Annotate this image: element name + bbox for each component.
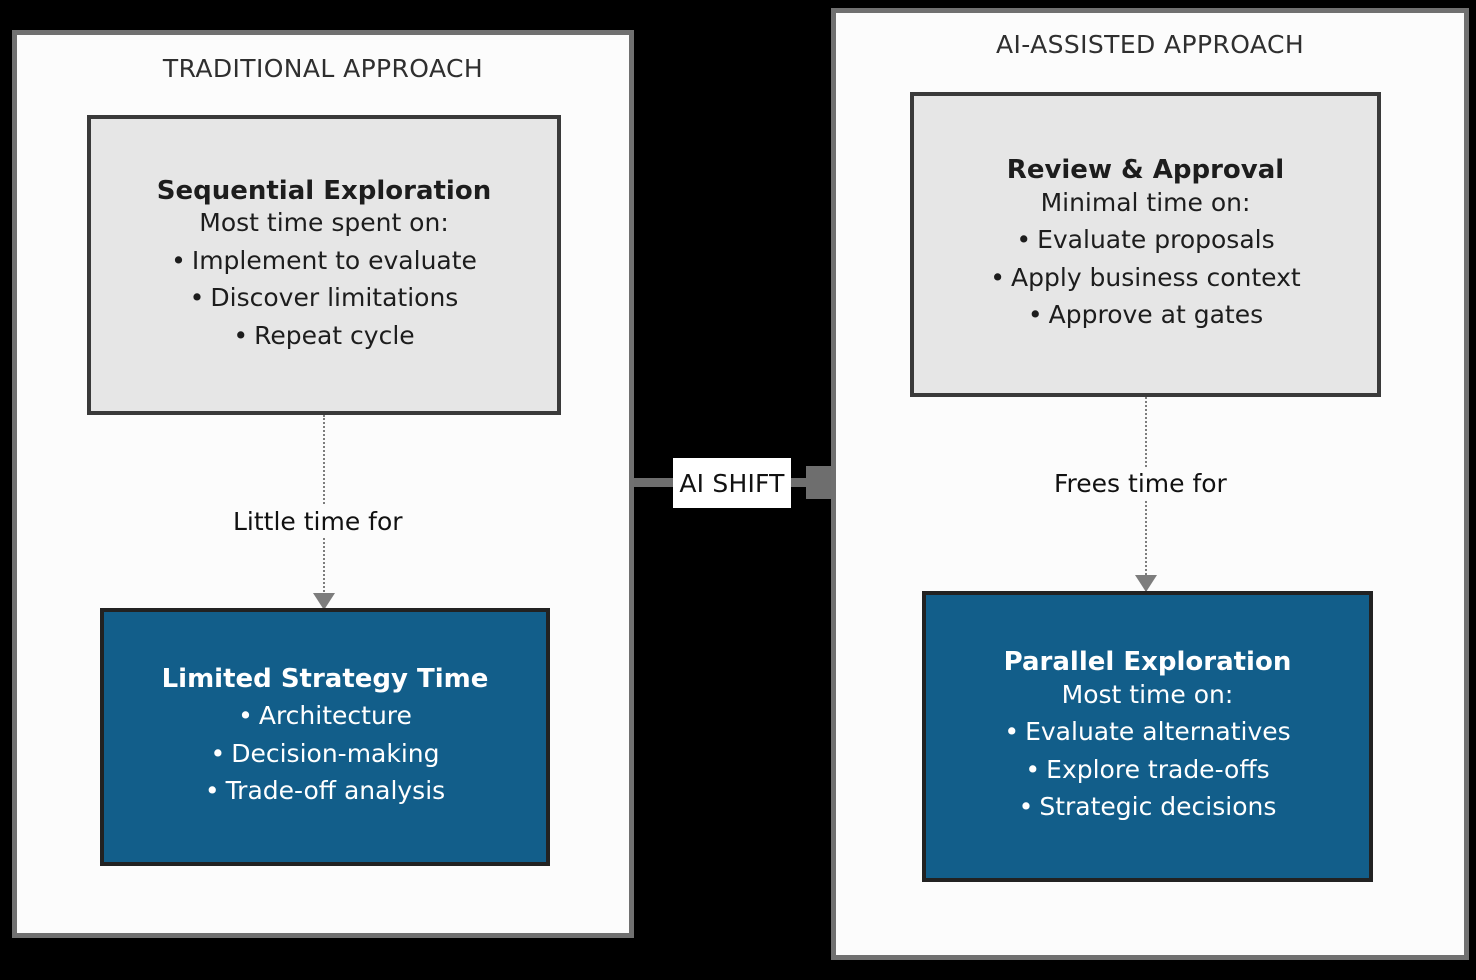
list-item-label: Evaluate proposals (1037, 225, 1275, 255)
list-item: •Evaluate proposals (990, 221, 1300, 259)
list-item-label: Repeat cycle (254, 320, 415, 350)
list-item-label: Explore trade-offs (1046, 754, 1270, 784)
parallel-exploration-box: Parallel Exploration Most time on: •Eval… (922, 591, 1373, 882)
left-connector-label: Little time for (224, 505, 412, 538)
list-item-label: Strategic decisions (1039, 792, 1277, 822)
bullet-icon: • (1025, 754, 1041, 784)
list-item-label: Decision-making (231, 738, 440, 768)
list-item: •Implement to evaluate (171, 242, 477, 280)
list-item: •Explore trade-offs (1004, 751, 1290, 789)
right-connector-label: Frees time for (1045, 467, 1236, 500)
list-item-label: Approve at gates (1048, 300, 1264, 330)
parallel-exploration-heading: Parallel Exploration (1003, 647, 1292, 678)
bullet-icon: • (171, 245, 186, 275)
list-item-label: Discover limitations (210, 283, 459, 313)
list-item: •Discover limitations (171, 279, 477, 317)
limited-strategy-time-list: •Architecture •Decision-making •Trade-of… (205, 697, 445, 810)
sequential-exploration-list: •Implement to evaluate •Discover limitat… (171, 242, 477, 355)
left-connector-arrowhead-icon (313, 593, 335, 610)
ai-assisted-approach-panel: AI-ASSISTED APPROACH Review & Approval M… (831, 8, 1469, 960)
panel-title-traditional: TRADITIONAL APPROACH (162, 54, 484, 83)
list-item: •Trade-off analysis (205, 772, 445, 810)
limited-strategy-time-heading: Limited Strategy Time (161, 664, 489, 695)
traditional-approach-panel: TRADITIONAL APPROACH Sequential Explorat… (12, 30, 634, 938)
review-approval-list: •Evaluate proposals •Apply business cont… (990, 221, 1300, 334)
bullet-icon: • (1004, 717, 1020, 747)
ai-shift-label: AI SHIFT (673, 458, 791, 508)
list-item-label: Trade-off analysis (225, 776, 446, 806)
list-item: •Strategic decisions (1004, 788, 1290, 826)
review-approval-heading: Review & Approval (1006, 155, 1285, 186)
bullet-icon: • (1016, 225, 1032, 255)
list-item-label: Architecture (258, 701, 412, 731)
list-item-label: Implement to evaluate (191, 245, 477, 275)
bullet-icon: • (189, 283, 205, 313)
limited-strategy-time-box: Limited Strategy Time •Architecture •Dec… (100, 608, 550, 866)
sequential-exploration-subtitle: Most time spent on: (199, 208, 449, 238)
review-approval-box: Review & Approval Minimal time on: •Eval… (910, 92, 1381, 397)
panel-title-ai-assisted: AI-ASSISTED APPROACH (995, 30, 1305, 59)
list-item: •Repeat cycle (171, 317, 477, 355)
list-item: •Architecture (205, 697, 445, 735)
bullet-icon: • (1018, 792, 1034, 822)
list-item-label: Apply business context (1011, 262, 1301, 292)
parallel-exploration-subtitle: Most time on: (1061, 679, 1234, 709)
bullet-icon: • (238, 701, 253, 731)
bullet-icon: • (210, 738, 226, 768)
parallel-exploration-list: •Evaluate alternatives •Explore trade-of… (1004, 713, 1290, 826)
review-approval-subtitle: Minimal time on: (1040, 187, 1251, 217)
sequential-exploration-box: Sequential Exploration Most time spent o… (87, 115, 561, 415)
sequential-exploration-heading: Sequential Exploration (156, 175, 492, 206)
list-item: •Apply business context (990, 259, 1300, 297)
list-item-label: Evaluate alternatives (1025, 717, 1291, 747)
list-item: •Decision-making (205, 735, 445, 773)
bullet-icon: • (990, 262, 1006, 292)
ai-shift-connector-arrow-icon (806, 466, 832, 499)
bullet-icon: • (233, 320, 249, 350)
bullet-icon: • (1027, 300, 1043, 330)
right-connector-arrowhead-icon (1135, 575, 1157, 592)
bullet-icon: • (204, 776, 220, 806)
list-item: •Evaluate alternatives (1004, 713, 1290, 751)
list-item: •Approve at gates (990, 296, 1300, 334)
